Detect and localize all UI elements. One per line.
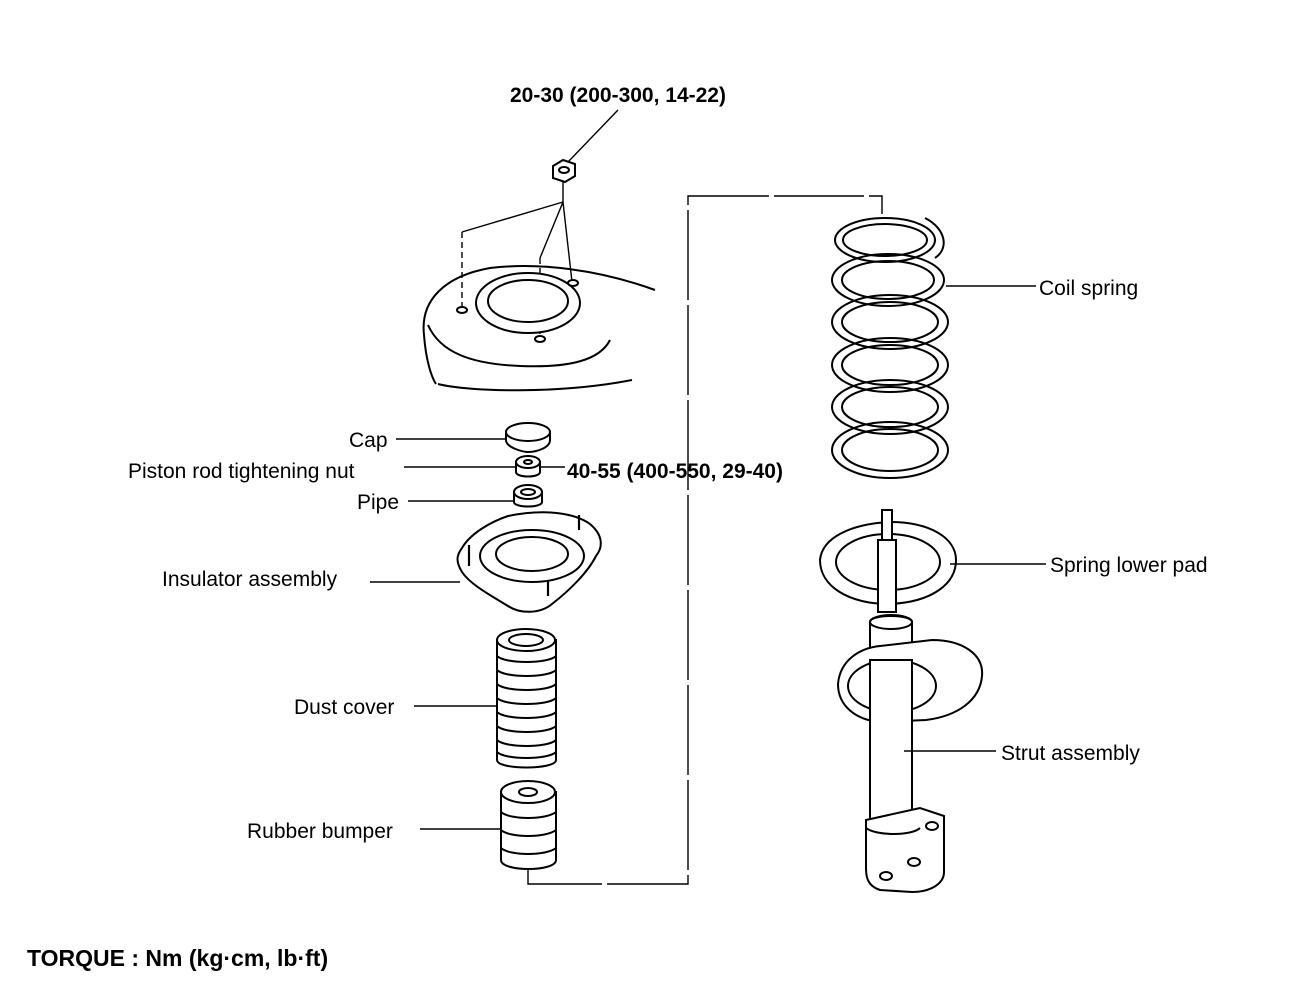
pipe xyxy=(513,484,543,508)
mount-nut xyxy=(552,158,576,184)
cap-label: Cap xyxy=(349,429,388,452)
coil-spring xyxy=(831,217,949,479)
piston-rod xyxy=(877,509,897,613)
coil-spring-label: Coil spring xyxy=(1039,277,1138,300)
torque-legend: TORQUE : Nm (kg·cm, lb·ft) xyxy=(27,945,328,971)
mount-nut-leader xyxy=(567,109,619,163)
dust-cover xyxy=(496,628,557,769)
strut-assembly-label: Strut assembly xyxy=(1001,742,1140,765)
piston-rod-nut xyxy=(515,455,541,478)
mount-nut-torque-label: 20-30 (200-300, 14-22) xyxy=(510,84,726,107)
cap xyxy=(505,422,551,454)
insulator-label: Insulator assembly xyxy=(162,568,338,591)
pipe-label: Pipe xyxy=(357,491,399,514)
strut-assembly xyxy=(836,614,984,894)
dust-cover-label: Dust cover xyxy=(294,696,394,719)
spring-lower-pad-label: Spring lower pad xyxy=(1050,554,1208,577)
body-strut-tower xyxy=(422,265,656,392)
rubber-bumper xyxy=(500,780,557,870)
piston-nut-torque-label: 40-55 (400-550, 29-40) xyxy=(567,460,783,483)
piston-nut-label: Piston rod tightening nut xyxy=(128,460,355,483)
rubber-bumper-label: Rubber bumper xyxy=(247,820,393,843)
insulator-assembly xyxy=(456,511,602,613)
connection-line xyxy=(527,195,883,885)
